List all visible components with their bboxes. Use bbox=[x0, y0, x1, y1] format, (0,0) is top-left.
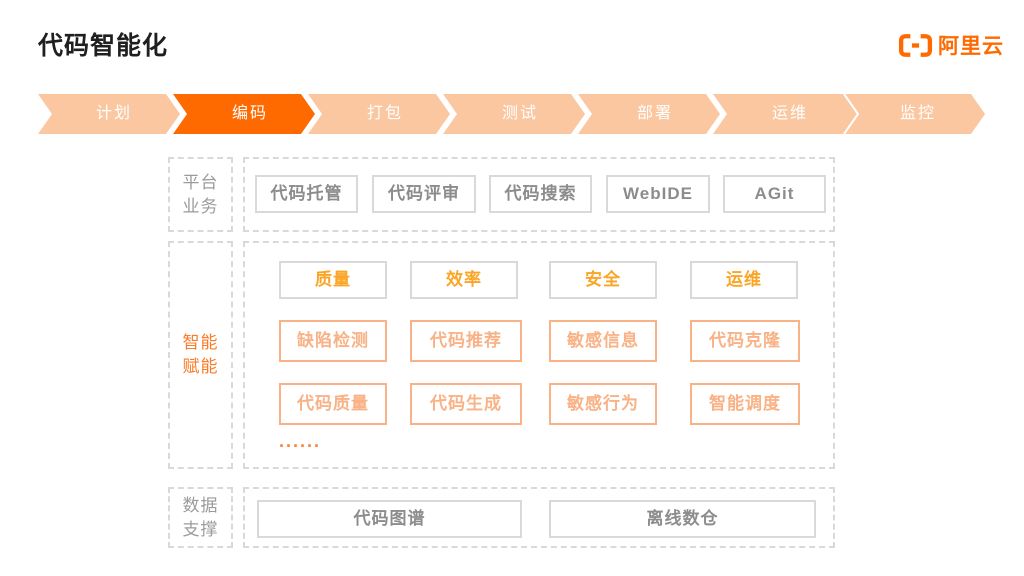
pipeline-stage: 打包 bbox=[366, 105, 403, 122]
section-data-label: 数据 支撑 bbox=[168, 487, 233, 548]
section-label-line: 智能 bbox=[182, 333, 219, 352]
section-intelligence-label: 智能 赋能 bbox=[168, 241, 233, 469]
category-header: 质量 bbox=[279, 261, 387, 299]
more-ellipsis: ...... bbox=[279, 431, 322, 451]
data-item: 代码图谱 bbox=[257, 500, 522, 538]
section-label-line: 数据 bbox=[182, 495, 219, 515]
pipeline-stage-active: 编码 bbox=[231, 105, 268, 122]
capability-item: 敏感信息 bbox=[549, 320, 657, 362]
section-intelligence-panel: 质量 效率 安全 运维 缺陷检测 代码推荐 敏感信息 代码克隆 代码质量 代码生… bbox=[243, 241, 835, 469]
category-header: 效率 bbox=[410, 261, 518, 299]
section-label-line: 业务 bbox=[182, 196, 219, 216]
capability-item: 代码质量 bbox=[279, 383, 387, 425]
platform-item: AGit bbox=[723, 175, 826, 213]
pipeline-stage: 部署 bbox=[636, 105, 673, 122]
capability-item: 代码生成 bbox=[410, 383, 522, 425]
section-platform-label: 平台 业务 bbox=[168, 157, 233, 232]
capability-item: 智能调度 bbox=[690, 383, 800, 425]
capability-item: 代码推荐 bbox=[410, 320, 522, 362]
pipeline: 计划 编码 打包 测试 部署 运维 监控 bbox=[38, 94, 985, 134]
category-header: 运维 bbox=[690, 261, 798, 299]
capability-item: 代码克隆 bbox=[690, 320, 800, 362]
section-data-panel: 代码图谱 离线数仓 bbox=[243, 487, 835, 548]
platform-item: 代码托管 bbox=[255, 175, 358, 213]
section-label-line: 支撑 bbox=[182, 519, 219, 539]
platform-item: 代码搜索 bbox=[489, 175, 592, 213]
alibaba-cloud-logo: 阿里云 bbox=[897, 30, 1004, 60]
page-title: 代码智能化 bbox=[38, 32, 169, 60]
alibaba-cloud-logo-icon bbox=[898, 33, 933, 57]
section-platform-panel: 代码托管 代码评审 代码搜索 WebIDE AGit bbox=[243, 157, 835, 232]
capability-item: 缺陷检测 bbox=[279, 320, 387, 362]
section-label-line: 赋能 bbox=[182, 357, 219, 376]
section-label-line: 平台 bbox=[182, 172, 219, 192]
pipeline-stage: 运维 bbox=[771, 105, 808, 122]
pipeline-stage: 计划 bbox=[95, 105, 132, 122]
pipeline-stage: 测试 bbox=[501, 105, 538, 122]
pipeline-stage: 监控 bbox=[899, 105, 936, 122]
platform-item: 代码评审 bbox=[372, 175, 476, 213]
capability-item: 敏感行为 bbox=[549, 383, 657, 425]
platform-item: WebIDE bbox=[606, 175, 710, 213]
data-item: 离线数仓 bbox=[549, 500, 816, 538]
alibaba-cloud-logo-text: 阿里云 bbox=[938, 35, 1004, 58]
pipeline-chevrons bbox=[38, 94, 985, 134]
category-header: 安全 bbox=[549, 261, 657, 299]
